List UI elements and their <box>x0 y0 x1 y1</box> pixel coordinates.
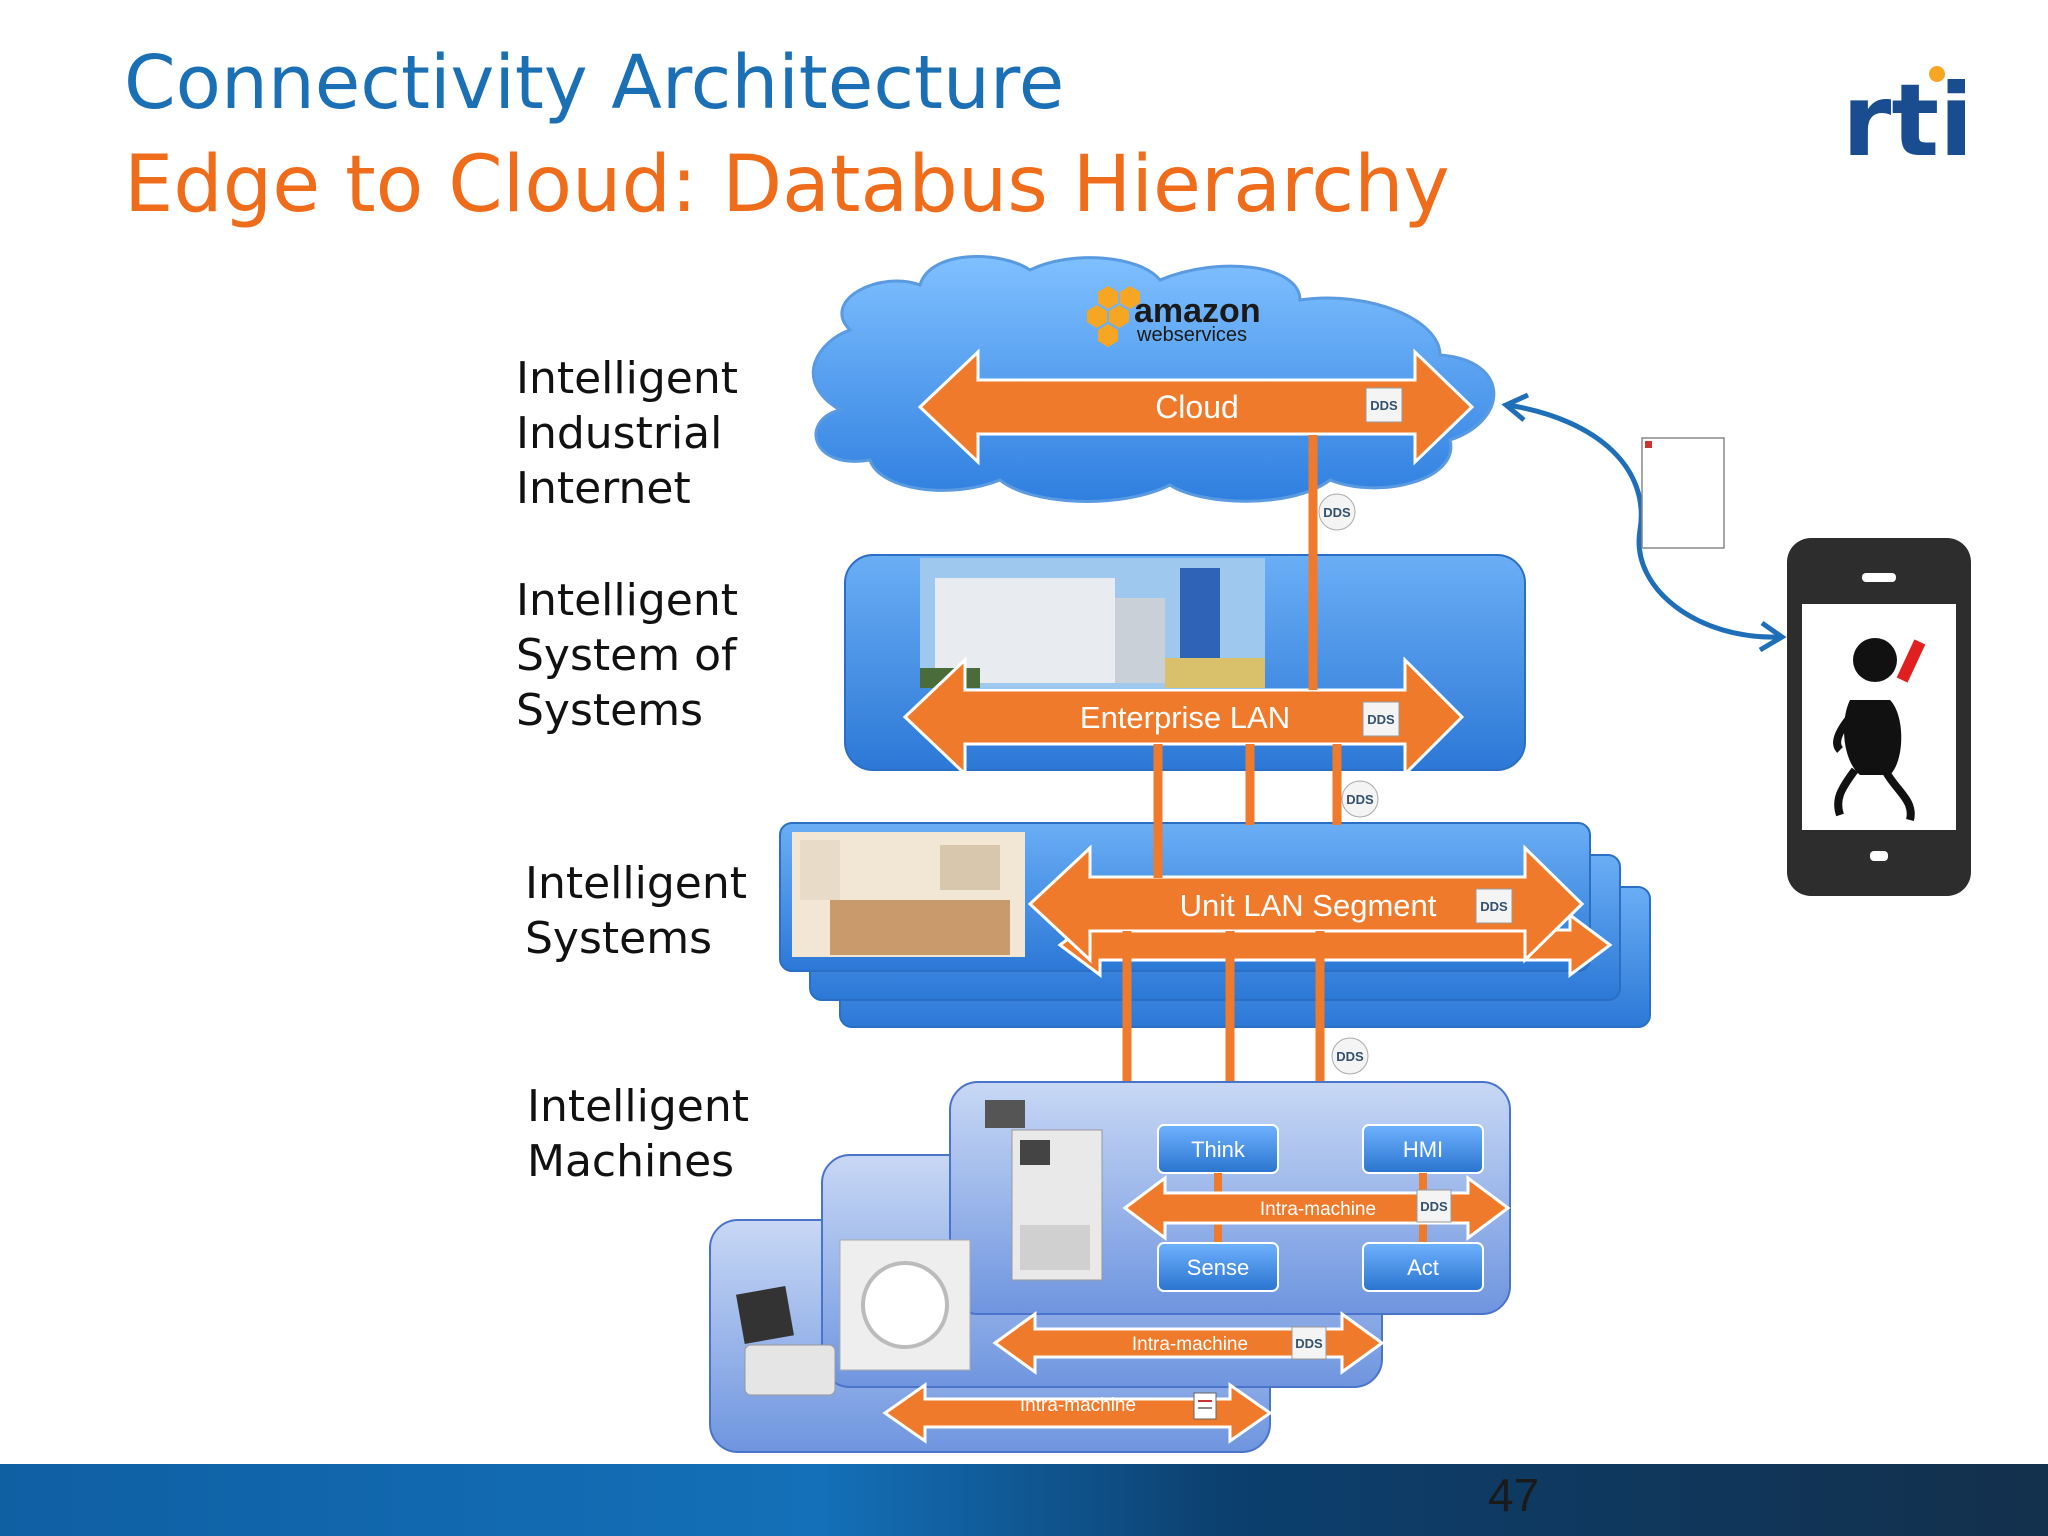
machine-bus-label: Intra-machine <box>1260 1199 1376 1220</box>
machine-bus-arrow-back-2 <box>882 1382 1273 1444</box>
anesthesia-machine-image <box>985 1100 1103 1281</box>
layer-label-line: System of <box>516 630 737 681</box>
machine-bus-label-back-2: Intra-machine <box>1020 1395 1136 1416</box>
block-act-label: Act <box>1407 1255 1439 1280</box>
layer-label-line: Intelligent <box>527 1081 749 1132</box>
machine-bus-arrow-back-1 <box>992 1311 1385 1375</box>
machine-bus-label-back-1: Intra-machine <box>1132 1334 1248 1355</box>
block-sense-label: Sense <box>1187 1255 1249 1280</box>
svg-text:DDS: DDS <box>1336 1049 1364 1064</box>
cloud-bus-label: Cloud <box>1155 389 1239 425</box>
svg-text:DDS: DDS <box>1295 1336 1323 1351</box>
layer-label-line: Intelligent <box>516 575 738 626</box>
slide-subtitle: Edge to Cloud: Databus Hierarchy <box>124 140 1450 230</box>
layer-label-line: Intelligent <box>516 353 738 404</box>
dds-badge-enterprise: DDS <box>1362 701 1400 737</box>
enterprise-bus-label: Enterprise LAN <box>1080 700 1290 735</box>
layer-label-line: Systems <box>516 685 703 736</box>
unit-layer: Unit LAN Segment <box>779 822 1651 1028</box>
placeholder-frame <box>1641 437 1725 549</box>
svg-text:DDS: DDS <box>1367 712 1395 727</box>
aws-brand: amazon <box>1134 292 1261 330</box>
block-act <box>1362 1242 1484 1292</box>
layer-label-line: Intelligent <box>525 858 747 909</box>
layer-label-line: Machines <box>527 1136 735 1187</box>
layer-label-machines: Intelligent Machines <box>527 1079 749 1189</box>
unit-bus-arrow <box>1027 844 1585 964</box>
enterprise-bus-arrow <box>902 656 1465 778</box>
dds-badge-machine: DDS <box>1416 1189 1452 1223</box>
footer-band <box>0 1464 2048 1536</box>
aws-logo: amazon webservices <box>1087 286 1261 347</box>
svg-text:DDS: DDS <box>1346 792 1374 807</box>
svg-text:DDS: DDS <box>1370 398 1398 413</box>
dds-badge-enterprise-link: DDS <box>1341 780 1379 818</box>
dds-badge-unit: DDS <box>1475 888 1513 924</box>
layer-label-line: Industrial <box>516 408 723 459</box>
ultrasound-device-image <box>736 1286 836 1396</box>
aws-brand-sub: webservices <box>1136 324 1247 346</box>
rti-logo: rti <box>1842 62 1973 179</box>
machine-bus-arrow <box>1122 1175 1511 1241</box>
svg-text:DDS: DDS <box>1323 505 1351 520</box>
ct-scanner-image <box>839 1239 971 1371</box>
person-on-phone-icon <box>1833 638 1926 821</box>
layer-label-industrial-internet: Intelligent Industrial Internet <box>516 351 738 516</box>
dds-badge-cloud-link: DDS <box>1318 493 1356 531</box>
machine-layer: Intra-machine Intra-machine Think HMI In… <box>709 1081 1511 1453</box>
enterprise-layer: Enterprise LAN <box>844 554 1526 778</box>
unit-bus-label: Unit LAN Segment <box>1180 888 1437 923</box>
block-hmi-label: HMI <box>1403 1137 1443 1162</box>
bidirectional-arrow <box>1507 402 1781 640</box>
dds-badge-unit-link: DDS <box>1331 1037 1369 1075</box>
svg-text:DDS: DDS <box>1480 899 1508 914</box>
rti-logo-text: rti <box>1842 62 1973 179</box>
cloud-bus-arrow <box>917 348 1475 466</box>
layer-label-line: Systems <box>525 913 712 964</box>
dds-badges: DDS DDS DDS DDS DDS DDS DDS DDS <box>1291 387 1513 1360</box>
nurse-station-image <box>792 832 1025 957</box>
layer-label-system-of-systems: Intelligent System of Systems <box>516 573 738 738</box>
block-sense <box>1157 1242 1279 1292</box>
block-think-label: Think <box>1191 1137 1246 1162</box>
page-number: 47 <box>1488 1469 1540 1521</box>
layer-label-line: Internet <box>516 463 691 514</box>
cloud-layer: amazon webservices Cloud <box>811 255 1496 503</box>
dds-badge-machine-back: DDS <box>1291 1326 1327 1360</box>
dds-badge-cloud: DDS <box>1365 387 1403 423</box>
document-icon <box>1193 1392 1217 1420</box>
svg-text:DDS: DDS <box>1420 1199 1448 1214</box>
slide-title: Connectivity Architecture <box>124 40 1065 126</box>
hospital-building-image <box>920 558 1265 688</box>
mobile-connection <box>1501 392 1971 896</box>
layer-label-systems: Intelligent Systems <box>525 856 747 966</box>
